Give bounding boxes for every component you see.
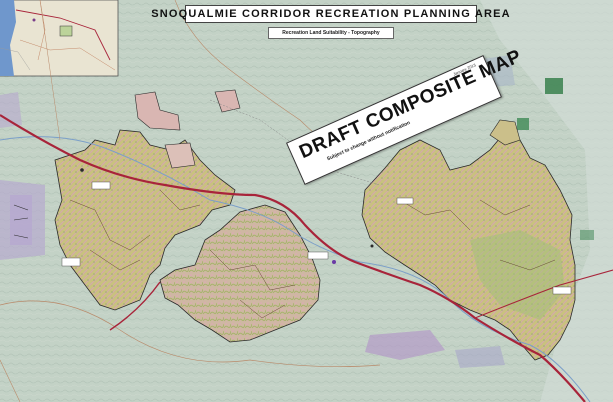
river (0, 136, 591, 402)
secondary-road-3 (39, 0, 61, 141)
town-marker-central[interactable] (332, 260, 336, 264)
label-box-east-upper[interactable] (396, 197, 414, 205)
highway-east-branch (474, 269, 613, 319)
state-land-patch-4 (580, 230, 594, 240)
town-marker-east[interactable] (370, 244, 374, 248)
map-title: SNOQUALMIE CORRIDOR RECREATION PLANNING … (151, 5, 510, 23)
parcel-north-2[interactable] (214, 89, 241, 113)
highway-branch (109, 281, 161, 331)
parcel-north-1[interactable] (134, 91, 181, 131)
power-line (209, 99, 381, 186)
planning-area-west[interactable] (54, 129, 236, 311)
highway-i90[interactable] (0, 114, 586, 402)
east-upper-parcel[interactable] (489, 119, 521, 146)
label-box-central[interactable] (307, 251, 329, 260)
lake-patch (365, 330, 445, 360)
inset-locator-map[interactable] (0, 0, 119, 77)
town-marker-west[interactable] (80, 168, 84, 172)
eastern-terrain (480, 0, 613, 402)
state-land-patch-2 (517, 118, 529, 130)
label-box-west[interactable] (91, 181, 111, 190)
trail-network-east (399, 199, 556, 271)
label-box-southwest[interactable] (61, 257, 81, 267)
label-box-east[interactable] (552, 286, 572, 295)
trail-network-west (69, 189, 201, 271)
lake-patch-east (455, 346, 505, 368)
trailhead-icons-west[interactable] (10, 195, 32, 245)
parcel-north-3[interactable] (164, 142, 196, 169)
secondary-road-1 (0, 300, 381, 368)
state-land-patch-1 (545, 78, 563, 94)
east-suitability-band (470, 230, 565, 320)
trail-network-central (209, 249, 296, 319)
secondary-road-4 (0, 359, 21, 402)
map-subtitle: Recreation Land Suitability - Topography (268, 27, 394, 39)
